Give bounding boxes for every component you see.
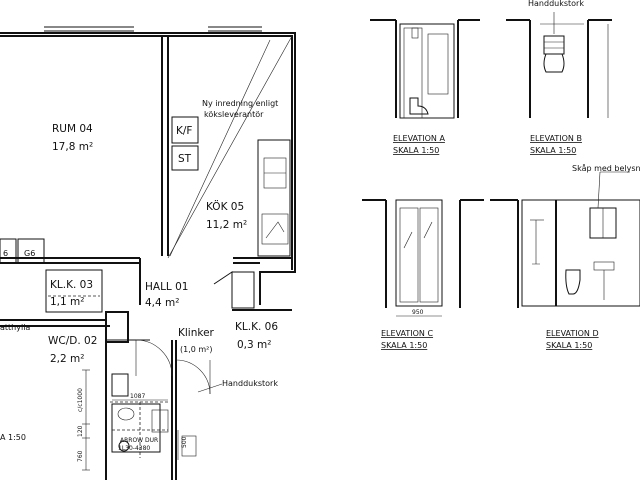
room-name-hall01: HALL 01 [145, 281, 188, 293]
elevation-b-note: Handdukstork [528, 0, 584, 8]
elevation-c-scale: SKALA 1:50 [381, 341, 427, 350]
label-dim-760: 760 [77, 450, 84, 462]
room-area-hall01: 4,4 m² [145, 297, 179, 309]
label-dim-1000: c/c1000 [77, 388, 84, 412]
wardrobe-g6a [0, 238, 17, 264]
label-st: ST [178, 153, 192, 165]
label-kf: K/F [176, 125, 192, 137]
elevation-c-dim: 950 [412, 309, 424, 316]
floor-drain [118, 440, 130, 452]
elevation-c [362, 199, 484, 317]
closet-klk03 [45, 269, 103, 313]
washbasin [111, 373, 129, 397]
shower-niche [403, 27, 423, 119]
elevation-a [370, 19, 480, 119]
door-swing-hall [175, 359, 211, 395]
elevation-a-title: ELEVATION A [393, 134, 445, 143]
elevation-b [506, 12, 612, 118]
door-swing-wc [135, 339, 173, 377]
room-name-wcd02: WC/D. 02 [48, 335, 97, 347]
elevation-b-scale: SKALA 1:50 [530, 146, 576, 155]
elevation-d-note: Skåp med belysn [572, 163, 640, 173]
label-g6a: 6 [3, 249, 8, 258]
toilet [111, 403, 161, 453]
label-drain-2: 1L30-4380 [118, 445, 150, 452]
room-name-kok05: KÖK 05 [206, 200, 244, 213]
elevation-a-scale: SKALA 1:50 [393, 146, 439, 155]
stove [261, 213, 289, 245]
towel-warmer [543, 35, 565, 55]
wardrobe-elevation-c [395, 199, 443, 307]
wardrobe-g6b [17, 238, 45, 264]
toilet-elevation-a [409, 97, 429, 115]
label-dim-120: 120 [77, 425, 84, 437]
label-klinker-1: Klinker [178, 327, 215, 339]
closet-klk06 [231, 271, 255, 309]
door-swing-kok [167, 35, 293, 259]
room-area-klk03: 1,1 m² [50, 296, 84, 308]
elevation-c-title: ELEVATION C [381, 329, 433, 338]
label-skala-left: A 1:50 [0, 433, 26, 442]
window-rum04 [44, 26, 134, 32]
label-ny-inredning-2: köksleverantör [204, 110, 264, 119]
label-handdukstork: Handdukstork [222, 379, 278, 388]
elevation-b-title: ELEVATION B [530, 134, 582, 143]
window-kok05 [208, 26, 262, 32]
fridge-freezer [171, 116, 199, 144]
room-name-rum04: RUM 04 [52, 123, 93, 135]
washbasin-elevation-d [593, 261, 615, 271]
label-drain-1: ARROW DUR [120, 437, 158, 444]
label-hatthylla: atthylla [0, 323, 30, 332]
label-klinker-2: (1,0 m²) [180, 345, 213, 354]
label-dim-500: 500 [181, 436, 188, 448]
room-area-klk06: 0,3 m² [237, 339, 271, 351]
cabinet-st [171, 145, 199, 171]
room-area-wcd02: 2,2 m² [50, 353, 84, 365]
label-ny-inredning-1: Ny inredning enligt [202, 99, 278, 108]
label-dim-1087: 1087 [130, 393, 145, 400]
room-name-klk06: KL.K. 06 [235, 321, 278, 333]
label-g6b: G6 [24, 249, 35, 258]
floor-plan: RUM 04 17,8 m² KÖK 05 11,2 m² HALL 01 4,… [0, 26, 296, 480]
closet-door-klk06 [213, 271, 233, 308]
exterior-wall [0, 32, 296, 305]
room-area-rum04: 17,8 m² [52, 141, 93, 153]
elevation-d [490, 171, 640, 308]
room-name-klk03: KL.K. 03 [50, 279, 93, 291]
room-area-kok05: 11,2 m² [206, 219, 247, 231]
dimension-lines [82, 369, 179, 471]
partition-rum-kok [161, 36, 169, 256]
elevation-d-scale: SKALA 1:50 [546, 341, 592, 350]
wc-wall [105, 311, 129, 343]
toilet-elevation-d [565, 269, 581, 295]
kitchen-counter [257, 139, 291, 257]
elevation-d-title: ELEVATION D [546, 329, 599, 338]
